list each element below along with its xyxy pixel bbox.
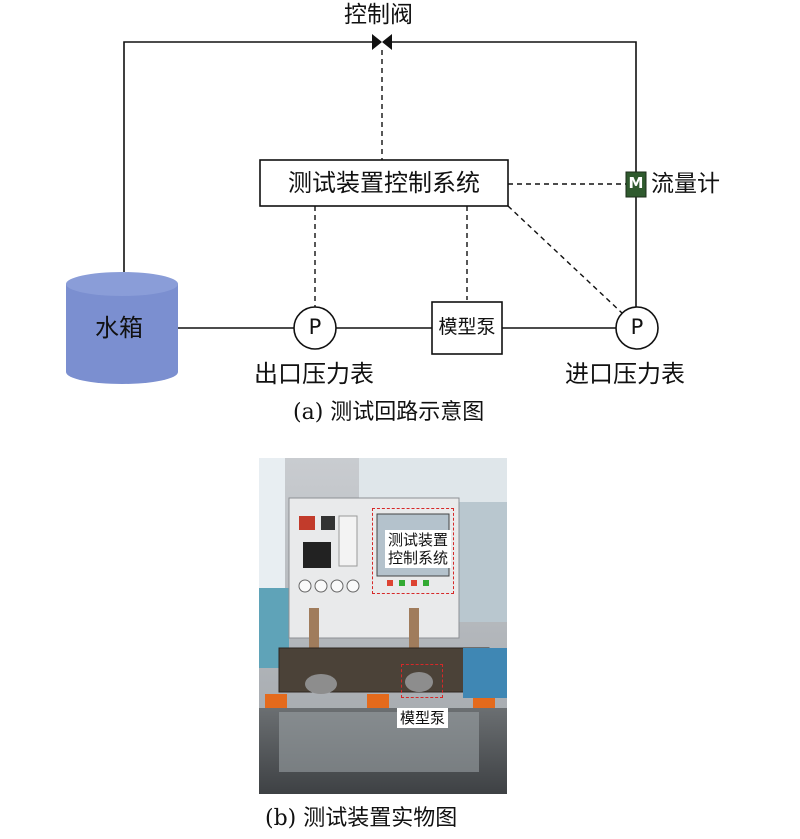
test-rig-photo: 测试装置 控制系统 模型泵 [259, 458, 507, 794]
inlet-pressure-gauge-icon [615, 306, 659, 350]
flow-meter-label: 流量计 [651, 171, 720, 197]
photo-control-system-label-line1: 测试装置 [388, 531, 449, 549]
outlet-gauge-label: 出口压力表 [254, 360, 374, 388]
model-pump-label: 模型泵 [438, 316, 496, 338]
outlet-gauge-symbol: P [308, 315, 322, 339]
control-system-label: 测试装置控制系统 [288, 169, 480, 197]
model-pump-highlight-box [401, 664, 443, 698]
control-system-box [259, 159, 509, 207]
model-pump-box [431, 301, 503, 355]
inlet-gauge-label: 进口压力表 [565, 360, 685, 388]
water-tank-icon [66, 272, 178, 384]
caption-b: (b) 测试装置实物图 [265, 806, 458, 831]
control-valve-icon [372, 34, 392, 50]
outlet-pressure-gauge-icon [293, 306, 337, 350]
signal-line-inlet-gauge [507, 205, 623, 314]
photo-control-system-label-line2: 控制系统 [388, 549, 449, 567]
test-loop-schematic [66, 34, 659, 384]
flow-meter-symbol: M [628, 174, 644, 192]
flow-meter-icon [625, 171, 647, 198]
control-valve-label: 控制阀 [344, 2, 413, 28]
photo-control-system-label: 测试装置 控制系统 [385, 530, 452, 568]
inlet-gauge-symbol: P [630, 315, 644, 339]
control-system-highlight-box [372, 508, 454, 594]
return-pipe-left [123, 41, 372, 272]
photo-model-pump-label: 模型泵 [397, 708, 449, 728]
test-rig-photo-illustration [259, 458, 507, 794]
water-tank-label: 水箱 [95, 314, 143, 342]
caption-a: (a) 测试回路示意图 [293, 400, 485, 425]
return-pipe-right [392, 41, 637, 172]
